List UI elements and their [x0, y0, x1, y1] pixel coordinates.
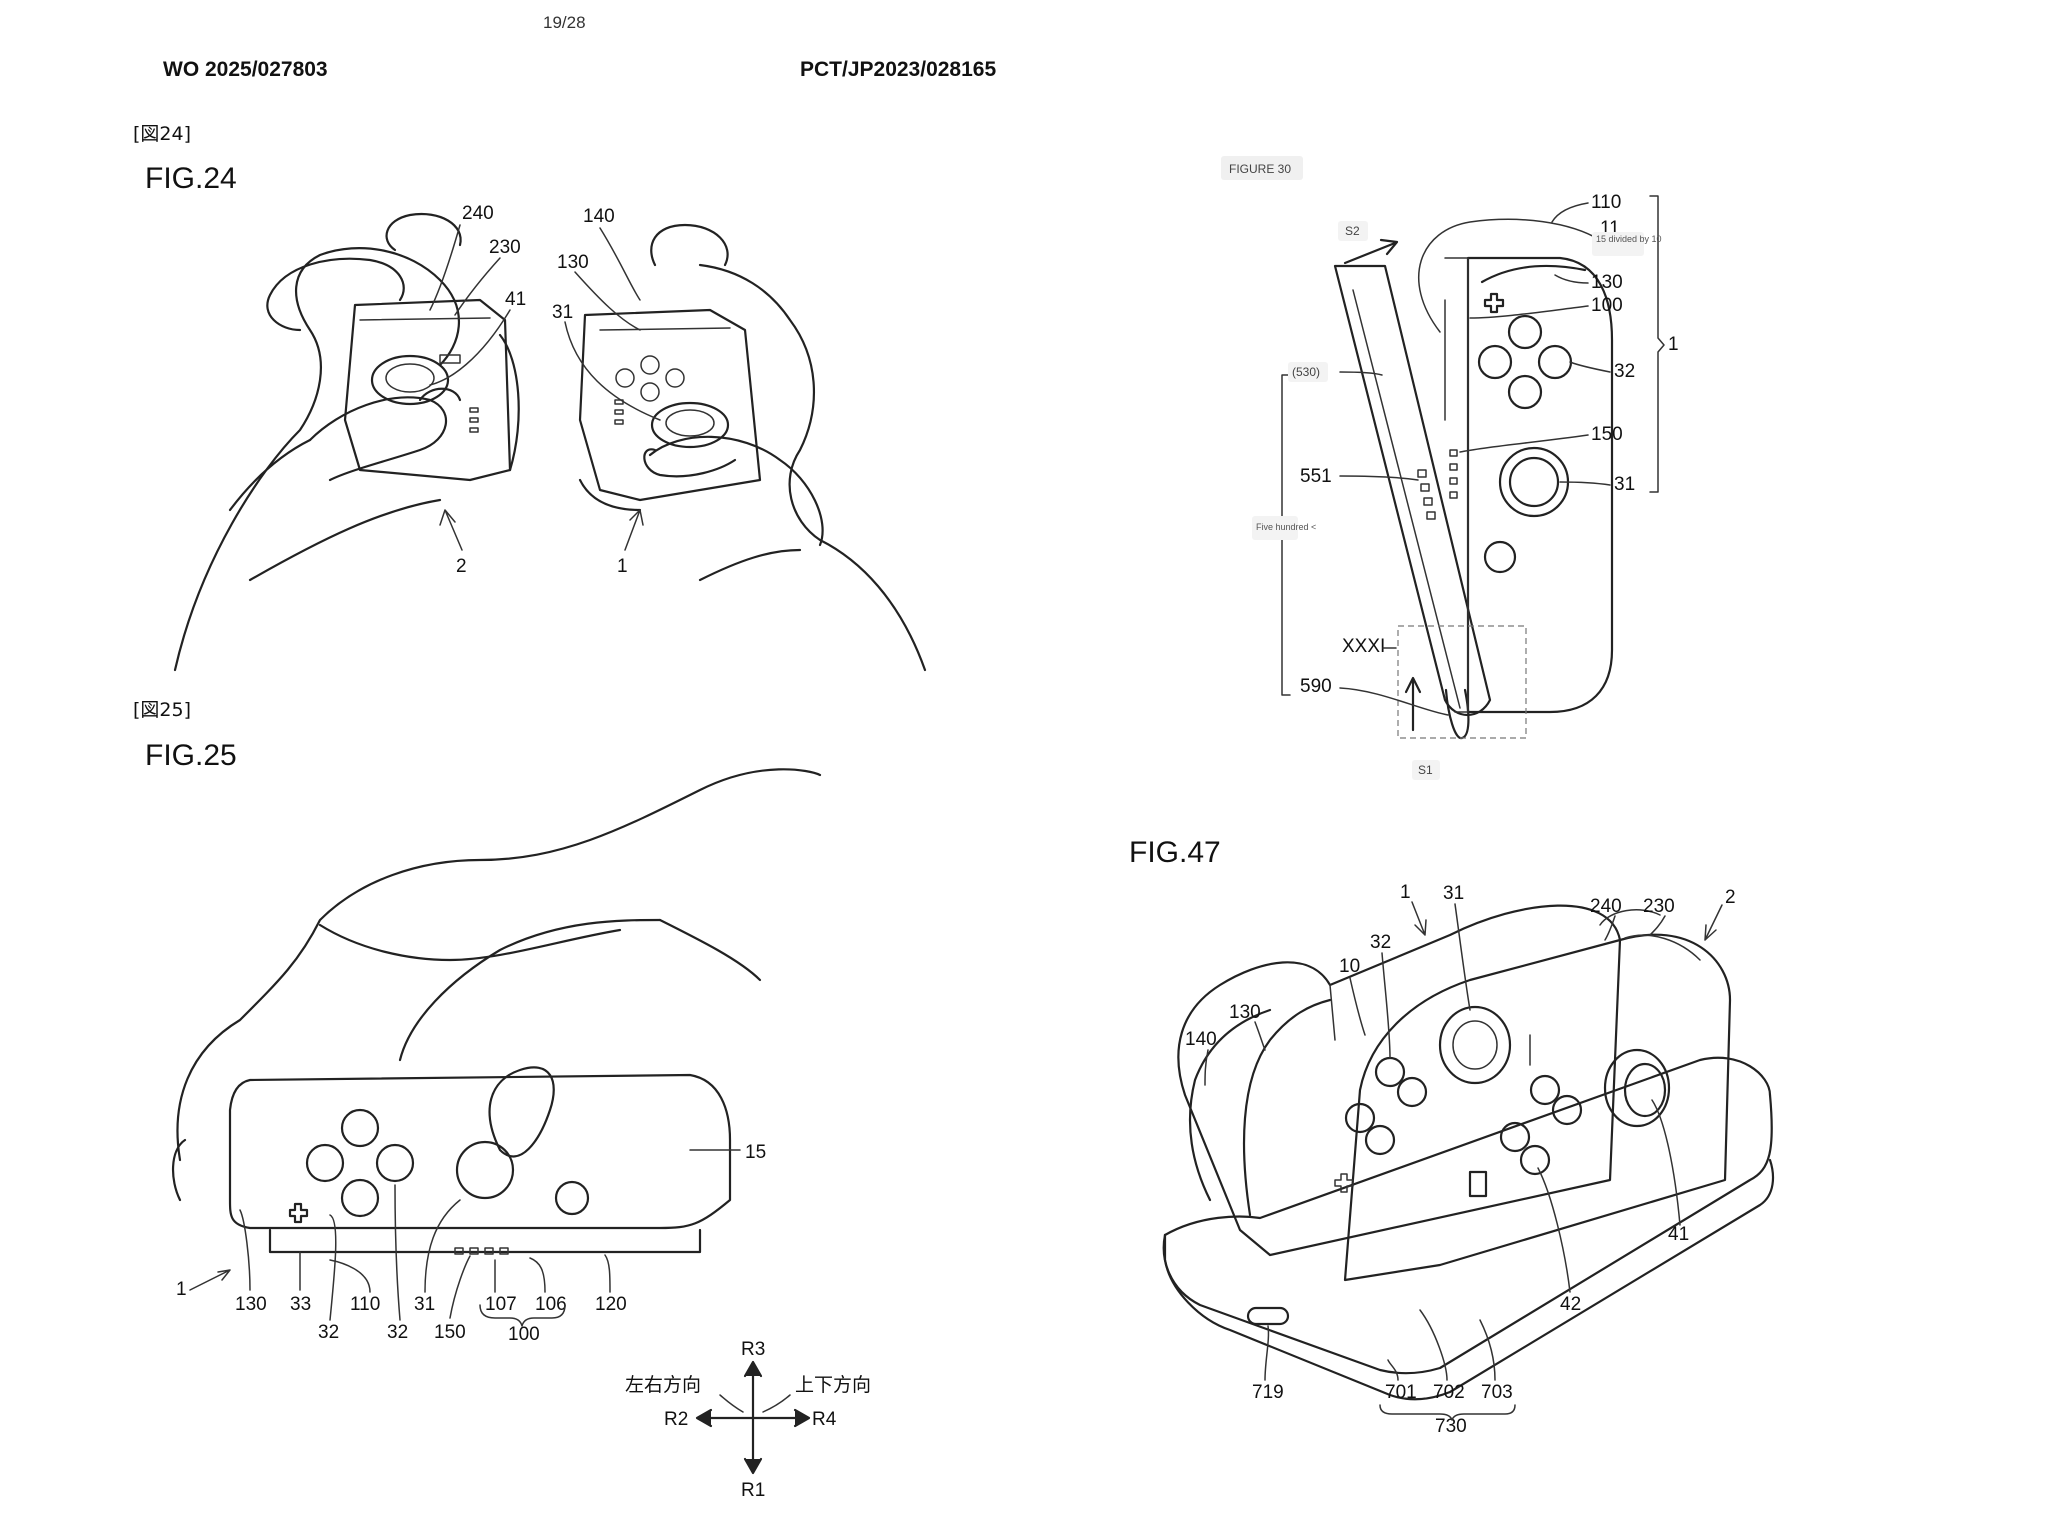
fig47-title: FIG.47	[1129, 836, 1221, 869]
fig47-label-1: 1	[1400, 882, 1411, 903]
fig30-label-s2: S2	[1345, 224, 1360, 238]
fig24-label-1: 1	[617, 556, 628, 577]
fig30-label-551: 551	[1300, 466, 1332, 487]
fig30-label-31: 31	[1614, 474, 1635, 495]
fig30-title: FIGURE 30	[1229, 162, 1291, 176]
fig47-label-41: 41	[1668, 1224, 1689, 1245]
fig24-left-hand-drawing	[173, 212, 520, 672]
fig30-label-s1: S1	[1418, 763, 1433, 777]
fig25-label-1: 1	[176, 1279, 187, 1300]
publication-number: WO 2025/027803	[163, 58, 328, 81]
fig47-label-31: 31	[1443, 883, 1464, 904]
fig47-label-702: 702	[1433, 1382, 1465, 1403]
application-number: PCT/JP2023/028165	[800, 58, 996, 81]
fig25-title: FIG.25	[145, 739, 237, 772]
fig24-tag: [図24]	[133, 123, 191, 145]
fig25: [図25] FIG.25 15 1 130 33 110	[133, 699, 871, 1501]
fig25-label-110: 110	[350, 1294, 380, 1315]
fig30-label-150: 150	[1591, 424, 1623, 445]
fig30-label-590: 590	[1300, 676, 1332, 697]
fig24-label-31: 31	[552, 302, 573, 323]
fig30-s2-box	[1338, 221, 1368, 241]
fig47-label-701: 701	[1385, 1382, 1417, 1403]
fig24-label-41: 41	[505, 289, 526, 310]
fig30-five-hundred-box	[1252, 516, 1298, 540]
direction-r3: R3	[741, 1339, 765, 1360]
fig24-label-230: 230	[489, 237, 521, 258]
fig47-label-230: 230	[1643, 896, 1675, 917]
fig30-label-110: 110	[1591, 192, 1621, 213]
fig24-title: FIG.24	[145, 162, 237, 195]
fig47: FIG.47	[1129, 836, 1775, 1437]
fig47-label-140: 140	[1185, 1029, 1217, 1050]
fig24-right-hand-drawing	[578, 223, 927, 672]
fig25-label-120: 120	[595, 1294, 627, 1315]
fig30-s1-box	[1412, 760, 1440, 780]
direction-up-down: 上下方向	[795, 1374, 871, 1396]
fig47-label-130: 130	[1229, 1002, 1261, 1023]
direction-r1: R1	[741, 1480, 765, 1501]
fig25-label-106: 106	[535, 1294, 567, 1315]
fig47-label-10: 10	[1339, 956, 1360, 977]
fig30-note-five-hundred: Five hundred <	[1256, 522, 1316, 532]
fig24-label-130: 130	[557, 252, 589, 273]
direction-left-right: 左右方向	[625, 1374, 701, 1396]
fig47-label-730: 730	[1435, 1416, 1467, 1437]
fig47-label-719: 719	[1252, 1382, 1284, 1403]
fig25-label-15: 15	[745, 1142, 766, 1163]
fig47-label-703: 703	[1481, 1382, 1513, 1403]
fig30-label-100: 100	[1591, 295, 1623, 316]
fig25-label-32-a: 32	[318, 1322, 339, 1343]
fig30-label-32: 32	[1614, 361, 1635, 382]
direction-r4: R4	[812, 1409, 837, 1430]
page-number: 19/28	[543, 13, 586, 32]
fig30-divided-box	[1592, 232, 1644, 256]
fig47-label-42: 42	[1560, 1294, 1581, 1315]
fig30-label-530: (530)	[1292, 365, 1320, 379]
fig47-label-2: 2	[1725, 887, 1736, 908]
fig30-label-xxxi: XXXI	[1342, 636, 1385, 657]
fig30-label-1: 1	[1668, 334, 1679, 355]
fig25-label-130: 130	[235, 1294, 267, 1315]
fig25-label-100: 100	[508, 1324, 540, 1345]
fig30-note-divided: 15 divided by 10	[1596, 234, 1662, 244]
fig25-direction-legend: R3 R1 R2 R4 左右方向 上下方向	[625, 1339, 871, 1501]
fig47-dock-drawing	[1162, 904, 1775, 1401]
fig25-label-33: 33	[290, 1294, 311, 1315]
fig25-label-107: 107	[485, 1294, 517, 1315]
fig47-label-32: 32	[1370, 932, 1391, 953]
fig30-530-box	[1288, 362, 1328, 382]
fig24-label-2: 2	[456, 556, 467, 577]
fig30: FIGURE 30	[1221, 156, 1679, 780]
fig30-title-box	[1221, 156, 1303, 180]
fig25-label-31: 31	[414, 1294, 435, 1315]
fig25-label-32-b: 32	[387, 1322, 408, 1343]
fig47-label-240: 240	[1590, 896, 1622, 917]
fig25-label-150: 150	[434, 1322, 466, 1343]
fig30-label-130: 130	[1591, 272, 1623, 293]
fig24-label-240: 240	[462, 203, 494, 224]
fig24-label-140: 140	[583, 206, 615, 227]
fig25-hand-controller-drawing	[171, 768, 822, 1255]
direction-r2: R2	[664, 1409, 688, 1430]
fig25-tag: [図25]	[133, 699, 191, 721]
fig24: [図24] FIG.24	[133, 123, 927, 672]
